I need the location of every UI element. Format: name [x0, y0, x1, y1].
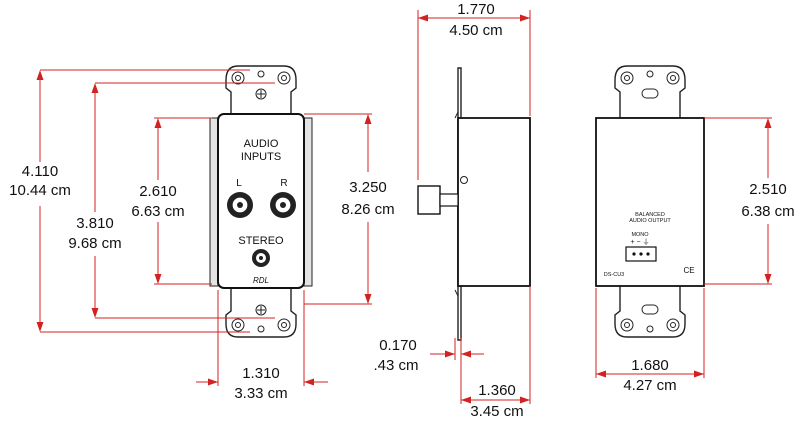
- rear-bottom-right-hole: [666, 318, 680, 332]
- left-channel-label: L: [236, 178, 242, 189]
- rear-bottom-slot-icon: [641, 304, 659, 315]
- front-bottom-screw-icon: [255, 304, 267, 316]
- side-connector-stub: [417, 185, 441, 215]
- front-dimensions: 4.110 10.44 cm 3.810 9.68 cm 2.610 6.63 …: [9, 69, 395, 402]
- front-faceplate: [217, 113, 305, 289]
- front-bottom-left-hole-inner: [235, 322, 241, 328]
- rear-height-cm: 6.38 cm: [741, 203, 794, 220]
- rear-top-right-hole: [666, 71, 680, 85]
- overall-height-cm: 10.44 cm: [9, 182, 71, 199]
- front-bottom-right-hole-inner: [281, 322, 287, 328]
- audio-output-label: AUDIO OUTPUT: [629, 218, 671, 224]
- side-box-body: [457, 117, 531, 287]
- plate-thickness-in: 0.170: [379, 337, 417, 354]
- rear-bottom-right-hole-inner: [670, 322, 676, 328]
- side-depth-cm: 4.50 cm: [449, 22, 502, 39]
- rear-top-slot-icon: [641, 88, 659, 99]
- model-number: DS-CU3: [604, 272, 624, 278]
- pin-labels: + − ⏚: [630, 238, 649, 246]
- box-height-in: 3.250: [349, 179, 387, 196]
- rear-width-in: 1.680: [631, 357, 669, 374]
- rear-top-left-hole-inner: [624, 75, 630, 81]
- front-top-screw-slot: [257, 90, 265, 98]
- mono-label: MONO: [631, 232, 649, 238]
- box-depth-in: 1.360: [478, 382, 516, 399]
- rear-bottom-small-hole: [646, 325, 654, 333]
- jack-height-cm: 6.63 cm: [131, 203, 184, 220]
- box-height-cm: 8.26 cm: [341, 201, 394, 218]
- overall-height-in: 4.110: [22, 163, 58, 180]
- box-depth-cm: 3.45 cm: [470, 403, 523, 420]
- side-connector-neck: [439, 193, 459, 207]
- rear-top-left-hole: [620, 71, 634, 85]
- front-right-box-edge: [303, 117, 313, 287]
- front-top-screw-icon: [255, 88, 267, 100]
- front-bottom-small-hole: [257, 325, 265, 333]
- box-width-in: 1.310: [242, 365, 280, 382]
- stereo-label: STEREO: [238, 235, 284, 247]
- front-bottom-right-hole: [277, 318, 291, 332]
- left-rca-jack-icon: [227, 192, 253, 218]
- rear-top-right-hole-inner: [670, 75, 676, 81]
- screw-spacing-cm: 9.68 cm: [68, 235, 121, 252]
- rear-top-yoke: [614, 65, 686, 119]
- right-rca-jack-icon: [270, 192, 296, 218]
- side-view: [417, 67, 531, 341]
- rear-bottom-left-hole-inner: [624, 322, 630, 328]
- side-screw-icon: [460, 176, 468, 184]
- front-bottom-screw-slot: [257, 306, 265, 314]
- audio-inputs-title-1: AUDIO: [244, 138, 279, 150]
- front-top-left-hole: [231, 71, 245, 85]
- ce-mark-icon: CE: [683, 266, 694, 275]
- front-top-small-hole: [257, 70, 265, 78]
- box-width-cm: 3.33 cm: [234, 385, 287, 402]
- screw-spacing-in: 3.810: [76, 215, 114, 232]
- balanced-label: BALANCED: [635, 212, 665, 218]
- side-dimensions: 1.770 4.50 cm 0.170 .43 cm 1.360 3.45 cm: [373, 1, 531, 420]
- rear-top-small-hole: [646, 70, 654, 78]
- stereo-jack-icon: [252, 249, 270, 267]
- brand-logo: RDL: [253, 276, 269, 285]
- plate-thickness-cm: .43 cm: [373, 357, 418, 374]
- front-bottom-left-hole: [231, 318, 245, 332]
- rear-bottom-left-hole: [620, 318, 634, 332]
- side-depth-in: 1.770: [457, 1, 495, 18]
- rear-width-cm: 4.27 cm: [623, 377, 676, 394]
- front-left-box-edge: [209, 117, 219, 287]
- front-top-left-hole-inner: [235, 75, 241, 81]
- rear-view: BALANCED AUDIO OUTPUT MONO + − ⏚ DS-CU3 …: [595, 65, 705, 338]
- front-top-right-hole-inner: [281, 75, 287, 81]
- rear-bottom-yoke: [614, 284, 686, 338]
- jack-height-in: 2.610: [139, 183, 177, 200]
- front-view: AUDIO INPUTS L R STEREO RDL: [209, 65, 313, 338]
- rear-height-in: 2.510: [749, 181, 787, 198]
- rear-dimensions: 2.510 6.38 cm 1.680 4.27 cm: [595, 117, 795, 394]
- right-channel-label: R: [280, 178, 287, 189]
- terminal-block-icon: [625, 246, 657, 262]
- front-top-right-hole: [277, 71, 291, 85]
- audio-inputs-title-2: INPUTS: [241, 151, 281, 163]
